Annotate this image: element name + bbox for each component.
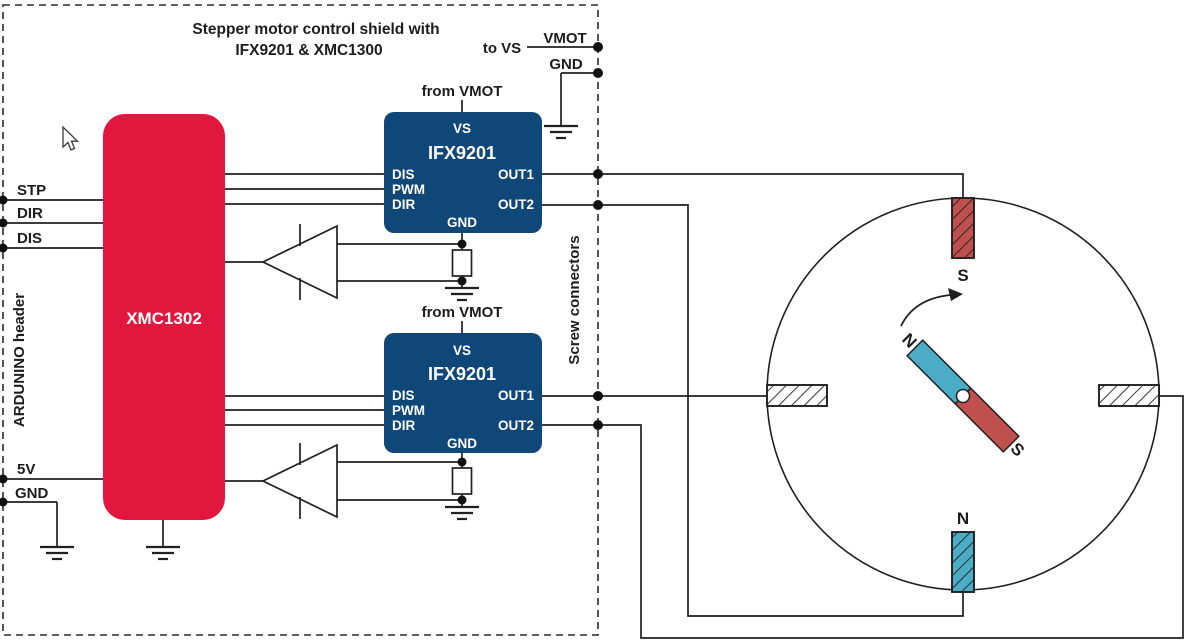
junction-dot [457, 495, 467, 505]
rotor-pivot [955, 388, 971, 404]
pin-5v-label: 5V [17, 461, 35, 478]
pin-gnd-label: GND [15, 485, 49, 502]
border-junction-dots [0, 42, 603, 507]
driver1-pin-pwm: PWM [392, 182, 425, 197]
current-sense-2 [225, 443, 473, 519]
driver1-block [384, 112, 542, 233]
arduino-header-label: ARDUNINO header [11, 293, 28, 427]
shunt-resistor-2 [451, 467, 473, 495]
driver1-name: IFX9201 [428, 143, 496, 163]
pin-dis-label: DIS [17, 230, 42, 247]
junction-dot [457, 276, 467, 286]
driver2-pin-dir: DIR [392, 418, 416, 433]
shield-title-line1: Stepper motor control shield with [192, 21, 439, 38]
pin-dir-label: DIR [17, 205, 43, 222]
header-pin-wires [3, 199, 103, 547]
driver1-pin-dis: DIS [392, 167, 415, 182]
ground-symbol-sense1 [443, 286, 481, 302]
driver1-pin-dir: DIR [392, 197, 416, 212]
driver2-pin-vs: VS [453, 343, 471, 358]
rotor-magnet [906, 339, 1020, 453]
vs-supply-connection [527, 46, 598, 126]
mouse-cursor [62, 125, 80, 151]
driver1-pin-gnd: GND [447, 215, 477, 230]
rotation-arrow-head [948, 288, 963, 301]
pin-stp-label: STP [17, 182, 46, 199]
ground-symbol-xmc [144, 545, 182, 561]
ground-symbol-sense2 [443, 505, 481, 521]
screw-connectors-label: Screw connectors [566, 235, 583, 364]
to-vs-label: to VS [483, 40, 521, 57]
ground-symbol-header [38, 545, 76, 561]
driver2-pin-out1: OUT1 [498, 388, 534, 403]
driver2-from-vmot-label: from VMOT [422, 304, 503, 321]
stepper-motor: S N N S [766, 197, 1160, 593]
driver1-pin-out1: OUT1 [498, 167, 534, 182]
ground-symbol-vs [542, 124, 580, 140]
junction-dot [457, 239, 467, 249]
motor-phase-wires [542, 173, 1184, 639]
top-pole-label: S [957, 266, 968, 285]
mcu-driver1-wires [225, 173, 384, 205]
rotation-arrow [900, 294, 951, 327]
driver1-from-vmot-label: from VMOT [422, 83, 503, 100]
junction-dot [457, 457, 467, 467]
driver2-name: IFX9201 [428, 364, 496, 384]
vmot-label: VMOT [543, 30, 586, 47]
shield-boundary [2, 4, 599, 636]
current-sense-1 [225, 224, 473, 300]
shunt-resistor-1 [451, 249, 473, 277]
xmc1302-label: XMC1302 [126, 309, 202, 328]
driver2-pin-out2: OUT2 [498, 418, 534, 433]
driver2-pin-pwm: PWM [392, 403, 425, 418]
driver2-pin-gnd: GND [447, 436, 477, 451]
driver1-pin-vs: VS [453, 121, 471, 136]
shield-title-line2: IFX9201 & XMC1300 [235, 42, 382, 59]
bottom-pole-label: N [957, 509, 969, 528]
driver1-pin-out2: OUT2 [498, 197, 534, 212]
driver2-block [384, 333, 542, 453]
driver2-pin-dis: DIS [392, 388, 415, 403]
gnd-top-label: GND [549, 56, 583, 73]
mcu-driver2-wires [225, 395, 384, 426]
xmc1302-block [103, 114, 225, 520]
